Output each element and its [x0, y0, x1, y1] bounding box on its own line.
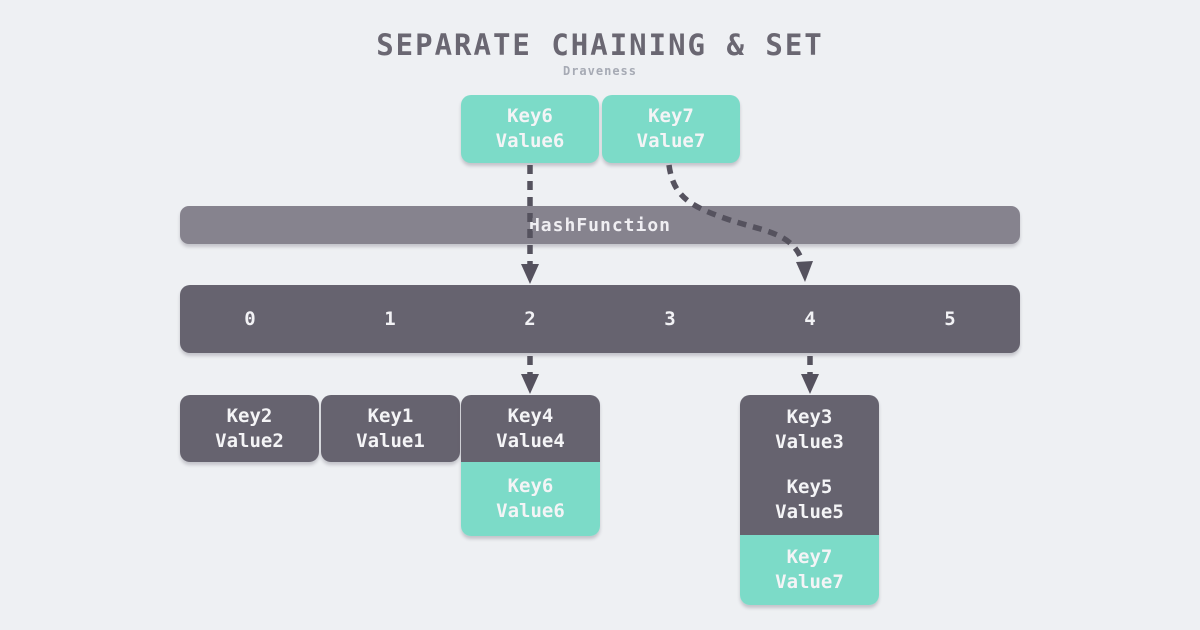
key-label: Key2 — [226, 404, 273, 427]
bucket-cell-4: 4 — [804, 308, 816, 330]
page-subtitle: Draveness — [562, 64, 638, 78]
chain-bucket-0: Key2 Value2 — [180, 395, 319, 462]
value-label: Value3 — [775, 431, 844, 453]
chain-bucket-1: Key1 Value1 — [321, 395, 460, 462]
value-label: Value2 — [215, 429, 284, 452]
key-label: Key6 — [507, 475, 554, 497]
value-label: Value6 — [495, 130, 565, 152]
value-label: Value4 — [496, 429, 565, 452]
bucket-cell-3: 3 — [664, 308, 676, 330]
key-label: Key7 — [786, 546, 833, 568]
key-label: Key3 — [786, 406, 833, 428]
key-label: Key5 — [786, 476, 833, 498]
chain-section-gray: Key2 Value2 — [180, 395, 319, 462]
kv-entry: Key6 Value6 — [496, 474, 565, 524]
kv-entry: Key4 Value4 — [496, 404, 565, 454]
incoming-box-key7: Key7 Value7 — [602, 95, 740, 163]
arrowhead-chain4 — [801, 374, 819, 394]
hash-function-bar: HashFunction — [180, 206, 1020, 244]
chain-section-teal: Key6 Value6 — [461, 462, 600, 536]
kv-entry: Key7 Value7 — [602, 95, 740, 163]
page-title: SEPARATE CHAINING & SET — [376, 28, 824, 62]
arrowhead-bucket2 — [521, 264, 539, 284]
bucket-cell-5: 5 — [944, 308, 956, 330]
arrowhead-bucket4 — [796, 261, 813, 282]
bucket-array-bar: 0 1 2 3 4 5 — [180, 285, 1020, 353]
chain-section-teal: Key7 Value7 — [740, 535, 879, 605]
kv-entry: Key6 Value6 — [461, 95, 599, 163]
value-label: Value1 — [356, 429, 425, 452]
value-label: Value6 — [496, 500, 565, 522]
value-label: Value7 — [775, 571, 844, 593]
chain-section-gray: Key4 Value4 — [461, 395, 600, 462]
kv-entry: Key7 Value7 — [775, 545, 844, 595]
bucket-cell-2: 2 — [524, 308, 536, 330]
key-label: Key6 — [507, 105, 553, 127]
incoming-box-key6: Key6 Value6 — [461, 95, 599, 163]
bucket-cell-0: 0 — [244, 308, 256, 330]
kv-entry: Key3 Value3 — [775, 405, 844, 455]
kv-entry: Key2 Value2 — [215, 404, 284, 454]
key-label: Key4 — [507, 404, 554, 427]
value-label: Value7 — [636, 130, 706, 152]
arrowhead-chain2 — [521, 374, 539, 394]
chain-section-gray: Key3 Value3 Key5 Value5 — [740, 395, 879, 535]
kv-entry: Key1 Value1 — [356, 404, 425, 454]
key-label: Key7 — [648, 105, 694, 127]
chain-bucket-2: Key4 Value4 Key6 Value6 — [461, 395, 600, 536]
bucket-cell-1: 1 — [384, 308, 396, 330]
value-label: Value5 — [775, 501, 844, 523]
chain-bucket-4: Key3 Value3 Key5 Value5 Key7 Value7 — [740, 395, 879, 605]
key-label: Key1 — [367, 404, 414, 427]
kv-entry: Key5 Value5 — [775, 475, 844, 525]
hash-function-label: HashFunction — [528, 214, 672, 236]
chain-section-gray: Key1 Value1 — [321, 395, 460, 462]
